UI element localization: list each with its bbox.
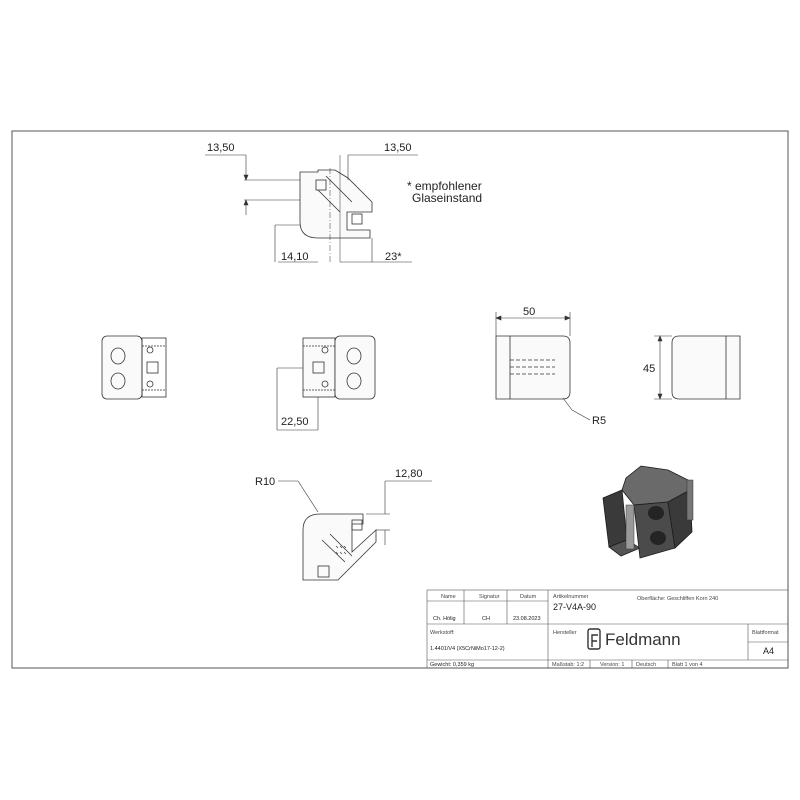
- isometric-render: [602, 465, 694, 559]
- dim-front-width: 50: [523, 306, 535, 318]
- dimension-lines-top: [205, 154, 418, 263]
- tb-artikelnummer: 27-V4A-90: [553, 602, 596, 612]
- brand-name: Feldmann: [605, 630, 681, 649]
- dimension-lines-bottom: [278, 480, 432, 545]
- tb-header-signatur: Signatur: [479, 594, 500, 600]
- tb-blattformat: A4: [763, 646, 774, 656]
- dimension-lines-end: [654, 335, 672, 400]
- tb-blattformat-label: Blattformat: [752, 630, 779, 636]
- tb-datum: 23.08.2023: [513, 616, 541, 622]
- title-block: [426, 589, 789, 669]
- tb-massstab: Maßstab: 1:2: [552, 662, 584, 668]
- dim-bottom-radius: R10: [255, 476, 275, 488]
- tb-blatt: Blatt 1 von 4: [672, 662, 703, 668]
- dim-top-right: 13,50: [384, 142, 412, 154]
- tb-name: Ch. Hölig: [433, 616, 456, 622]
- tb-header-datum: Datum: [520, 594, 537, 600]
- dimension-lines-center: [276, 367, 319, 431]
- dim-center-height: 22,50: [281, 416, 309, 428]
- bottom-view: [302, 513, 377, 581]
- tb-werkstoff-value: 1.4401/V4 (X5CrNiMo17-12-2): [430, 646, 505, 652]
- dim-bottom-right: 23*: [385, 251, 402, 263]
- left-side-view: [101, 335, 167, 400]
- feldmann-logo: Feldmann: [587, 628, 681, 650]
- tb-werkstoff-label: Werkstoff:: [430, 630, 455, 636]
- end-view: [671, 335, 741, 400]
- tb-signatur: CH: [482, 616, 490, 622]
- tb-artikelnummer-label: Artikelnummer: [553, 594, 589, 600]
- tb-header-name: Name: [441, 594, 456, 600]
- tb-gewicht: Gewicht: 0,359 kg: [430, 662, 474, 668]
- dim-bottom-left: 14,10: [281, 251, 309, 263]
- tb-hersteller-label: Hersteller: [553, 630, 577, 636]
- dimension-lines-front: [495, 312, 591, 421]
- top-view: [244, 155, 373, 262]
- tb-version: Version: 1: [600, 662, 624, 668]
- tb-sprache: Deutsch: [636, 662, 656, 668]
- dim-bottom-offset: 12,80: [395, 468, 423, 480]
- dim-end-height: 45: [643, 363, 655, 375]
- front-view: [495, 335, 571, 400]
- dim-top-left: 13,50: [207, 142, 235, 154]
- drawing-frame: [11, 130, 789, 669]
- tb-oberflaeche: Oberfläche: Geschliffen Korn 240: [637, 596, 718, 602]
- note-line-1: * empfohlener: [407, 179, 482, 193]
- center-side-view: [302, 335, 376, 400]
- note-line-2: Glaseinstand: [412, 191, 482, 205]
- dim-front-radius: R5: [592, 415, 606, 427]
